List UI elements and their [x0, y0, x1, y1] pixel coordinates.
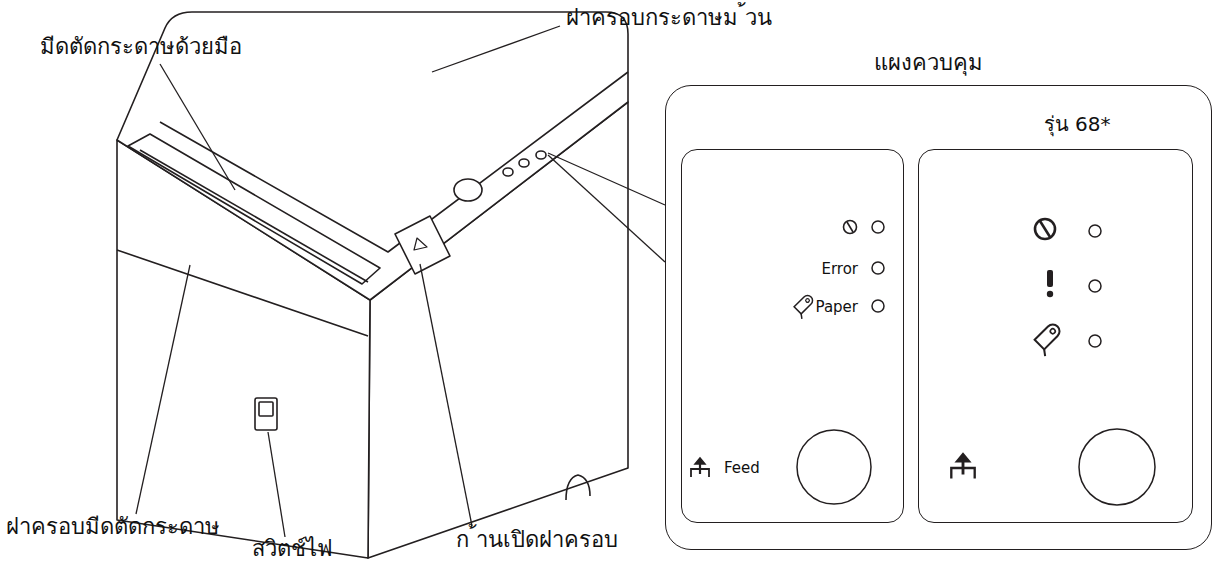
led-indicator — [872, 300, 884, 312]
power-symbol — [1040, 221, 1050, 237]
power-symbol — [847, 222, 853, 232]
manual-cutter — [128, 134, 380, 284]
indicator-label: Error — [821, 261, 858, 278]
leader-line — [160, 64, 235, 190]
part-label: สวิตช์ไฟ — [252, 536, 333, 561]
control-panel: แผงควบคุมErrorPaperFeedรุ่น 68* — [665, 85, 1212, 550]
part-label: มีดตัดกระดาษด้วยมือ — [40, 34, 242, 59]
led-indicator — [1089, 280, 1101, 292]
paper-symbol — [792, 293, 817, 318]
power-symbol — [844, 221, 857, 234]
leader-line — [420, 264, 472, 526]
printer-led — [536, 151, 546, 159]
panel-callout — [548, 155, 665, 262]
model-heading: รุ่น 68* — [1044, 113, 1111, 136]
panel-standard: ErrorPaperFeed — [681, 149, 904, 523]
printer-led — [503, 168, 513, 176]
side-notch — [566, 475, 590, 500]
cover-seam — [160, 72, 628, 252]
error-symbol — [1047, 291, 1053, 297]
part-label: ก ้านเปิดฝาครอบ — [456, 527, 618, 552]
part-label: ฝาครอบมีดตัดกระดาษ — [6, 514, 220, 539]
cutter-cover-line — [117, 250, 368, 336]
cutter-edge — [140, 150, 368, 282]
led-indicator — [1089, 225, 1101, 237]
power-switch — [255, 398, 277, 430]
part-label: ฝาครอบกระดาษม ้วน — [566, 5, 772, 30]
error-symbol — [1047, 270, 1053, 287]
feed-symbol — [951, 454, 974, 479]
paper-symbol — [1032, 322, 1066, 356]
leader-line — [432, 26, 560, 72]
led-indicator — [872, 262, 884, 274]
leader-line — [268, 432, 285, 537]
printer-led — [519, 159, 529, 167]
feed-symbol — [691, 458, 709, 477]
leader-line — [136, 265, 190, 514]
lever-mark — [414, 238, 427, 250]
panel-model-68: รุ่น 68* — [918, 149, 1193, 523]
panel-heading: แผงควบคุม — [874, 50, 983, 75]
led-indicator — [872, 221, 884, 233]
cover-open-lever — [395, 216, 450, 274]
feed-button — [1079, 429, 1155, 505]
indicator-label: Paper — [816, 299, 858, 316]
power-symbol — [1035, 219, 1055, 239]
led-indicator — [1089, 335, 1101, 347]
panel-callout — [548, 153, 665, 205]
printer-feed-button — [454, 179, 482, 201]
button-label: Feed — [724, 460, 760, 477]
feed-button — [797, 430, 871, 504]
power-switch-rocker — [259, 402, 273, 416]
